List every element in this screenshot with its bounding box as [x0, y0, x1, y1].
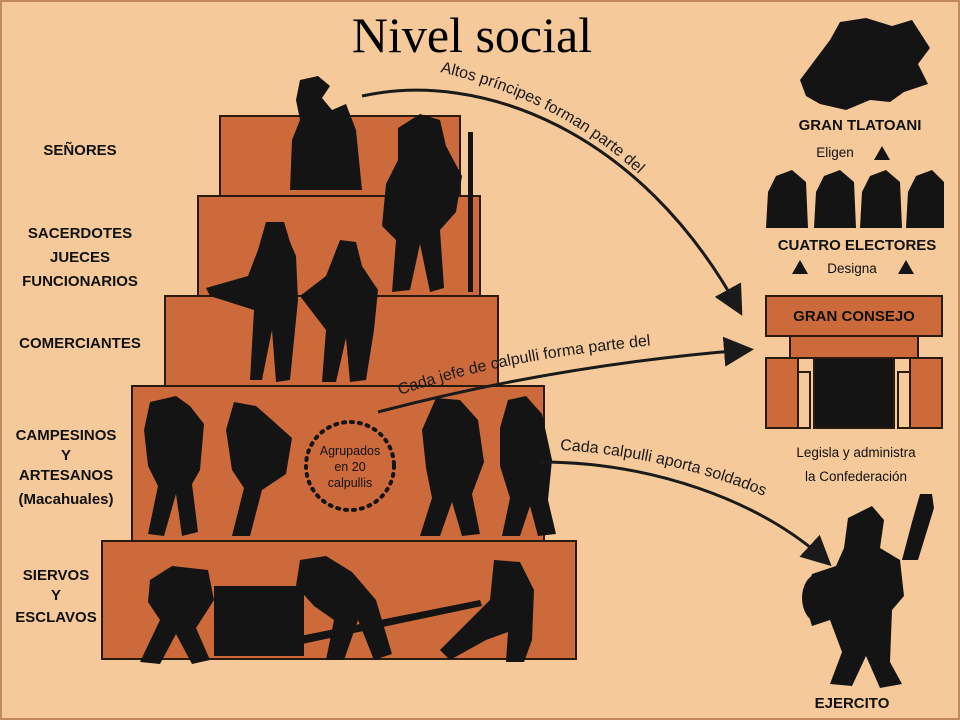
label-line: Y: [61, 447, 71, 464]
eligen-label: Eligen: [816, 145, 854, 160]
label-senores: SEÑORES: [43, 141, 116, 159]
arrow-text-soldiers-path: Cada calpulli aporta soldados: [560, 437, 769, 500]
gran-consejo-label: GRAN CONSEJO: [793, 308, 915, 325]
arrow-princes: [361, 88, 743, 316]
serfs-silhouette: [140, 556, 534, 664]
gran-consejo-building: [765, 295, 943, 429]
label-line: SEÑORES: [43, 141, 116, 159]
label-line: COMERCIANTES: [19, 335, 141, 352]
cuatro-electores-label: CUATRO ELECTORES: [778, 237, 937, 254]
calpulli-line-2: en 20: [334, 460, 365, 474]
lord-silhouette: [290, 76, 362, 190]
label-line: JUECES: [50, 249, 110, 266]
ejercito-label: EJERCITO: [815, 695, 890, 712]
label-line: Y: [51, 587, 61, 604]
label-line: (Macahuales): [18, 491, 113, 508]
warrior-silhouette: [802, 494, 934, 688]
arrow-text-soldiers: Cada calpulli aporta soldados: [560, 437, 769, 500]
label-line: SIERVOS: [23, 567, 89, 584]
legisla-line-2: la Confederación: [805, 469, 907, 484]
legisla-line-1: Legisla y administra: [796, 445, 916, 460]
commoners-silhouette: [144, 396, 556, 536]
tlatoani-headdress-icon: [800, 18, 930, 110]
officials-silhouette: [206, 222, 378, 382]
electors-silhouettes: [766, 170, 944, 228]
label-line: FUNCIONARIOS: [22, 273, 138, 290]
calpulli-line-1: Agrupados: [320, 444, 380, 458]
arrow-chief: [377, 336, 754, 414]
elector-icon: [814, 170, 856, 228]
designa-arrow-right-icon: [898, 260, 914, 274]
label-line: CAMPESINOS: [16, 427, 117, 444]
level-labels: SEÑORES SACERDOTES JUECES FUNCIONARIOS C…: [15, 141, 141, 626]
label-line: ESCLAVOS: [15, 609, 96, 626]
elector-icon: [860, 170, 902, 228]
label-line: SACERDOTES: [28, 225, 132, 242]
arrow-soldiers: [539, 460, 832, 567]
label-line: ARTESANOS: [19, 467, 113, 484]
elector-icon: [766, 170, 808, 228]
label-comerciantes: COMERCIANTES: [19, 335, 141, 352]
calpulli-line-3: calpullis: [328, 476, 372, 490]
designa-label: Designa: [827, 261, 877, 276]
eligen-arrow-icon: [874, 146, 890, 160]
label-sacerdotes: SACERDOTES JUECES FUNCIONARIOS: [22, 225, 138, 290]
page-title: Nivel social: [352, 7, 592, 63]
pyramid-silhouettes: [140, 76, 556, 664]
government-panel: GRAN TLATOANI Eligen CUATRO ELECTORES De…: [765, 18, 944, 712]
priest-silhouette: [382, 114, 473, 292]
elector-icon: [906, 170, 944, 228]
designa-arrow-left-icon: [792, 260, 808, 274]
calpulli-circle: Agrupados en 20 calpullis: [304, 420, 396, 512]
gran-tlatoani-label: GRAN TLATOANI: [799, 117, 922, 134]
label-siervos: SIERVOS Y ESCLAVOS: [15, 567, 96, 626]
label-campesinos: CAMPESINOS Y ARTESANOS (Macahuales): [16, 427, 117, 508]
arrows: [361, 88, 832, 567]
